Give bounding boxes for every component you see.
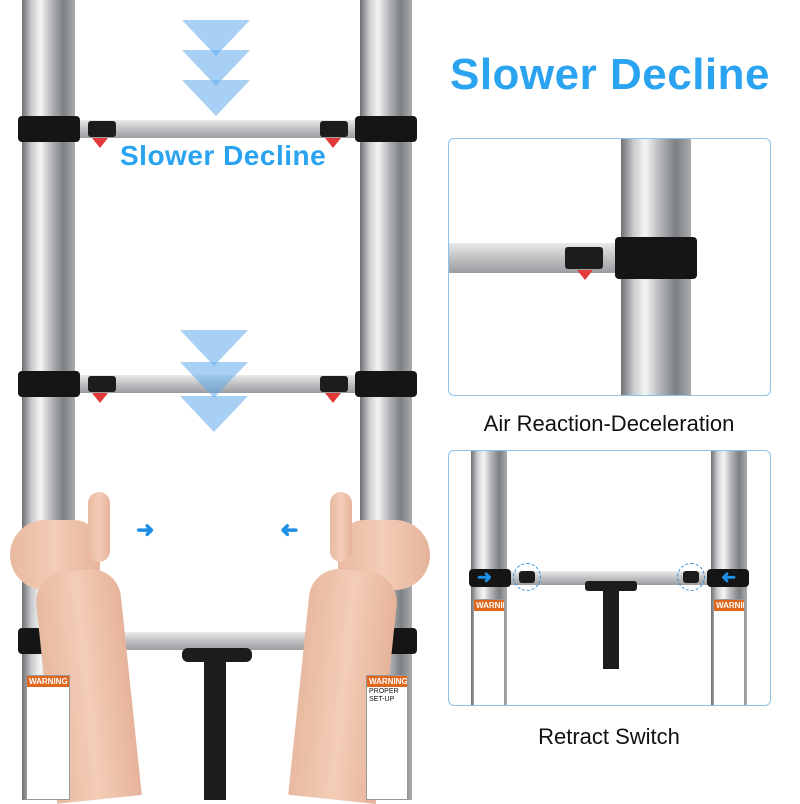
strap bbox=[355, 116, 417, 142]
ladder-rung bbox=[507, 571, 711, 585]
stop-indicator-icon bbox=[92, 393, 108, 403]
setup-title: PROPER SET-UP bbox=[369, 688, 399, 704]
highlight-circle bbox=[513, 563, 541, 591]
retract-switch bbox=[88, 376, 116, 392]
warning-title: WARNING bbox=[474, 600, 504, 611]
strap-band bbox=[204, 660, 226, 800]
warning-sticker: WARNING bbox=[473, 599, 505, 705]
overlay-label: Slower Decline bbox=[120, 140, 327, 171]
strap bbox=[469, 569, 511, 587]
retract-switch bbox=[320, 376, 348, 392]
warning-title: WARNING bbox=[367, 676, 408, 687]
strap-handle bbox=[182, 648, 252, 662]
arrow-left-icon: ➜ bbox=[280, 517, 299, 542]
ladder-rung bbox=[75, 632, 360, 650]
detail-panel-retract: ➜ ➜ WARNING WARNING bbox=[448, 450, 771, 706]
warning-title: WARNING bbox=[27, 676, 69, 687]
chevron-down-icon bbox=[182, 80, 250, 116]
strap-band bbox=[603, 589, 619, 669]
stop-indicator-icon bbox=[92, 138, 108, 148]
warning-sticker: WARNING bbox=[713, 599, 745, 705]
heading: Slower Decline bbox=[449, 50, 770, 99]
strap bbox=[707, 569, 749, 587]
chevron-down-icon bbox=[180, 362, 248, 398]
caption-retract: Retract Switch bbox=[538, 724, 680, 749]
caption-deceleration: Air Reaction-Deceleration bbox=[483, 411, 735, 436]
arrow-right-icon: ➜ bbox=[136, 517, 155, 542]
retract-switch bbox=[565, 247, 603, 269]
arrow-left-icon: ➜ bbox=[721, 567, 737, 587]
strap-handle bbox=[585, 581, 637, 591]
highlight-circle bbox=[677, 563, 705, 591]
warning-title: WARNING bbox=[714, 600, 744, 611]
stop-indicator-icon bbox=[325, 138, 341, 148]
retract-switch bbox=[320, 121, 348, 137]
chevron-down-icon bbox=[180, 396, 248, 432]
strap bbox=[355, 371, 417, 397]
strap bbox=[18, 371, 80, 397]
stop-indicator-icon bbox=[325, 393, 341, 403]
left-thumb bbox=[88, 492, 110, 562]
chevron-down-icon bbox=[180, 330, 248, 366]
strap bbox=[18, 116, 80, 142]
retract-switch bbox=[88, 121, 116, 137]
detail-panel-deceleration bbox=[448, 138, 771, 396]
strap bbox=[615, 237, 697, 279]
right-thumb bbox=[330, 492, 352, 562]
arrow-right-icon: ➜ bbox=[477, 567, 493, 587]
ladder-rung bbox=[75, 120, 360, 138]
stop-indicator-icon bbox=[577, 270, 593, 280]
warning-sticker: WARNING bbox=[26, 675, 70, 800]
